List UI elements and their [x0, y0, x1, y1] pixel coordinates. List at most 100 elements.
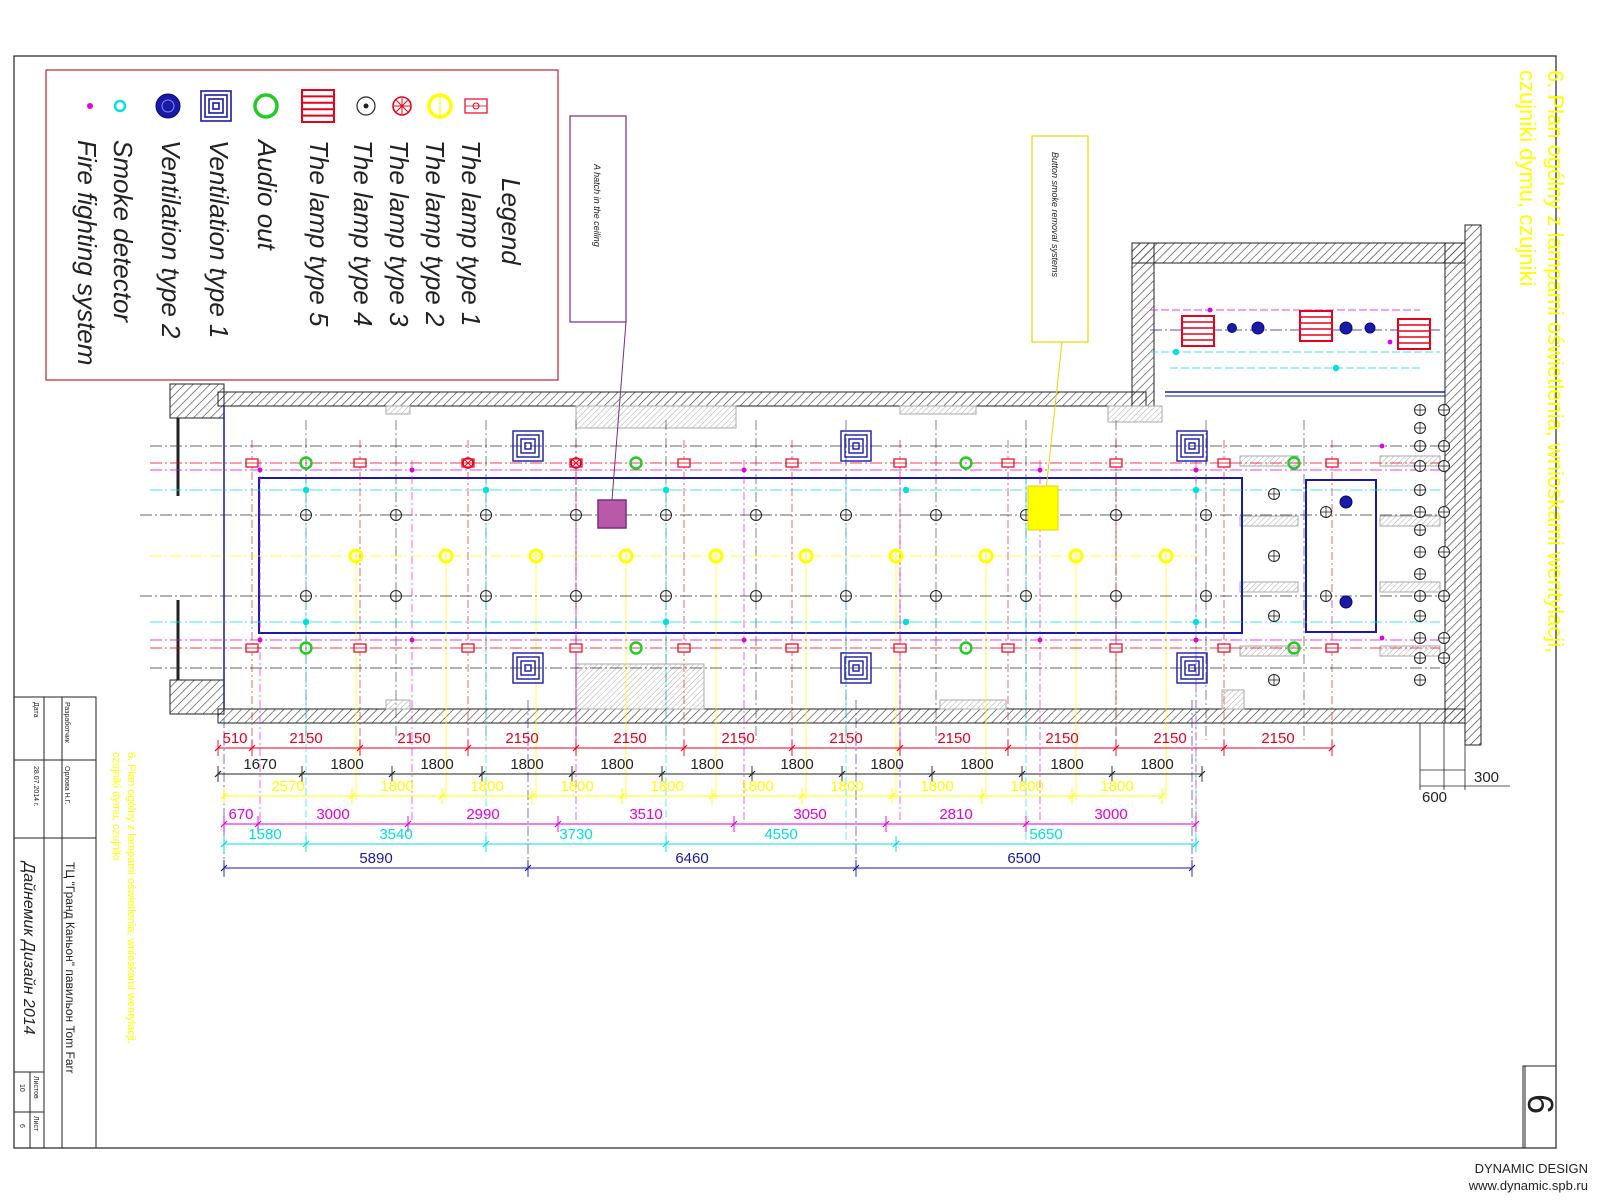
- smoke-detector-symbol: [902, 486, 910, 494]
- stamp-sheets-label: Листов: [32, 1076, 39, 1099]
- dim-magenta-label: 3050: [793, 806, 826, 823]
- callout-hatch: A hatch in the ceiling: [569, 115, 627, 501]
- footer-url[interactable]: www.dynamic.spb.ru: [1468, 1178, 1588, 1193]
- stamp-sheet-label: Лист: [32, 1116, 39, 1132]
- footer-company: DYNAMIC DESIGN: [1474, 1161, 1588, 1176]
- fire-fighting-symbol: [257, 637, 263, 643]
- ventilation-type-1-symbol: [1176, 652, 1208, 684]
- dim-red-label: 2150: [1153, 730, 1186, 747]
- dim-black-label: 1800: [1140, 756, 1173, 773]
- dim-300-label: 300: [1474, 769, 1499, 786]
- title-block: Разработчик Дата Орлова Н.Г. 28.07.2014 …: [13, 696, 137, 1149]
- ventilation-type-2-icon: [155, 93, 181, 119]
- dim-yellow-label: 1800: [920, 778, 953, 795]
- audio-out-symbol: [1287, 641, 1301, 655]
- stamp-sheets-value: 10: [18, 1084, 25, 1092]
- dim-yellow-label: 1800: [380, 778, 413, 795]
- stamp-role1: Разработчик: [63, 702, 71, 744]
- ventilation-type-2-symbol: [1251, 321, 1265, 335]
- dim-red-label: 2150: [613, 730, 646, 747]
- dim-black-label: 1800: [870, 756, 903, 773]
- fire-fighting-symbol: [1193, 637, 1199, 643]
- stamp-company: Дайнемик Дизайн 2014: [20, 860, 37, 1035]
- dim-black-label: 1800: [330, 756, 363, 773]
- sheet-frame: [13, 55, 1557, 1149]
- callout-hatch-text: A hatch in the ceiling: [592, 163, 602, 247]
- smoke-detector-symbol: [302, 486, 310, 494]
- audio-out-icon: [253, 93, 279, 119]
- dim-yellow-label: 1800: [1010, 778, 1043, 795]
- ventilation-type-1-icon: [200, 90, 232, 122]
- smoke-detector-symbol: [1172, 348, 1180, 356]
- dim-red-label: 2150: [937, 730, 970, 747]
- dim-red-label: 510: [222, 730, 247, 747]
- ventilation-type-1-symbol: [840, 652, 872, 684]
- legend-item-label: The lamp type 1: [456, 140, 486, 326]
- legend-item-label: The lamp type 3: [384, 140, 414, 327]
- dim-magenta-label: 2990: [466, 806, 499, 823]
- legend-item-label: Ventilation type 1: [204, 140, 234, 339]
- dim-cyan-label: 3540: [379, 826, 412, 843]
- fire-fighting-symbol: [409, 637, 415, 643]
- dim-black-label: 1800: [960, 756, 993, 773]
- dim-magenta-label: 3000: [1094, 806, 1127, 823]
- audio-out-symbol: [299, 456, 313, 470]
- legend-item-label: Smoke detector: [108, 140, 138, 323]
- audio-out-symbol: [959, 456, 973, 470]
- dim-black-label: 1670: [243, 756, 276, 773]
- fire-fighting-symbol: [257, 467, 263, 473]
- stamp-sheet-value: 6: [18, 1124, 25, 1128]
- sheet-title-line2: czujniki dymu, czujniki: [1515, 70, 1540, 286]
- lamp-type-3-icon: [392, 96, 412, 116]
- fire-fighting-symbol: [1387, 339, 1393, 345]
- dim-red-label: 2150: [1045, 730, 1078, 747]
- smoke-button-symbol: [1027, 485, 1059, 531]
- smoke-detector-symbol: [662, 618, 670, 626]
- dim-yellow-label: 1800: [650, 778, 683, 795]
- lamp-type-5-icon: [301, 89, 335, 123]
- audio-out-symbol: [629, 641, 643, 655]
- dim-magenta-label: 3000: [316, 806, 349, 823]
- fire-fighting-symbol: [741, 637, 747, 643]
- dim-yellow-label: 2570: [271, 778, 304, 795]
- footer: DYNAMIC DESIGN www.dynamic.spb.ru: [1469, 1160, 1588, 1194]
- building-walls: [169, 224, 1482, 746]
- dim-red-label: 2150: [1261, 730, 1294, 747]
- fire-fighting-icon: [87, 103, 93, 109]
- fire-fighting-symbol: [1193, 467, 1199, 473]
- ceiling-panel-outline-right: [1305, 479, 1377, 633]
- smoke-detector-symbol: [302, 618, 310, 626]
- fire-fighting-symbol: [1379, 635, 1385, 641]
- dim-blue-label: 6460: [675, 850, 708, 867]
- legend-icons: [87, 89, 488, 123]
- dim-yellow-label: 1800: [740, 778, 773, 795]
- stamp-date1: 28.07.2014 г.: [32, 766, 39, 807]
- dim-blue-label: 5890: [359, 850, 392, 867]
- ventilation-type-1-symbol: [1176, 430, 1208, 462]
- dim-yellow-label: 1800: [1100, 778, 1133, 795]
- ventilation-type-1-symbol: [840, 430, 872, 462]
- dim-magenta-label: 670: [228, 806, 253, 823]
- stamp-small-title1: 6. Plan ogólny z lampami oświetlenia, wn…: [125, 752, 137, 1044]
- dim-red-label: 2150: [505, 730, 538, 747]
- wall-features: [385, 405, 1441, 710]
- audio-out-symbol: [1287, 456, 1301, 470]
- ventilation-type-2-symbol: [1339, 495, 1353, 509]
- legend-item-label: The lamp type 4: [348, 140, 378, 326]
- dim-red-label: 2150: [397, 730, 430, 747]
- legend-item-label: Ventilation type 2: [156, 140, 186, 339]
- legend-item-label: Audio out: [252, 138, 282, 252]
- dim-blue-label: 6500: [1007, 850, 1040, 867]
- dim-cyan-label: 5650: [1029, 826, 1062, 843]
- callout-button-text: Button smoke removal systems: [1050, 152, 1060, 278]
- fire-fighting-symbol: [741, 467, 747, 473]
- dim-black-label: 1800: [420, 756, 453, 773]
- sheet-number: 6: [1520, 1094, 1561, 1114]
- dim-black-label: 1800: [600, 756, 633, 773]
- legend-box: [45, 69, 559, 381]
- lamp-type-3-symbol: [462, 457, 474, 469]
- ceiling-hatch-symbol: [597, 499, 627, 529]
